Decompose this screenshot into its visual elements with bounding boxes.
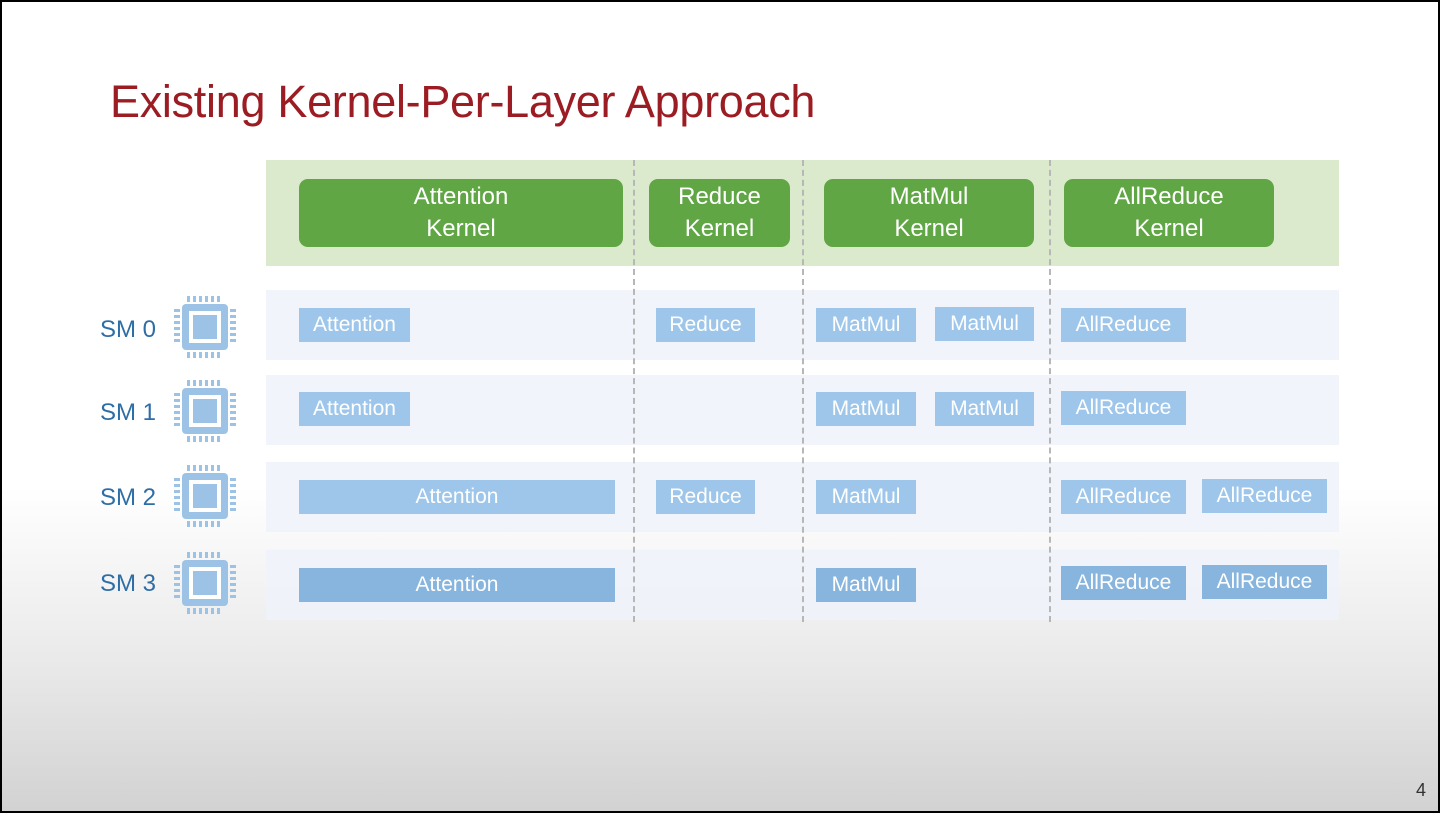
- reduce-kernel: Reduce Kernel: [649, 179, 790, 247]
- matmul-block: MatMul: [816, 392, 916, 426]
- kernel-divider: [633, 160, 635, 622]
- attention-block: Attention: [299, 480, 615, 514]
- kernel-divider: [1049, 160, 1051, 622]
- reduce-block: Reduce: [656, 480, 755, 514]
- matmul-block: MatMul: [935, 307, 1034, 341]
- allreduce-kernel: AllReduce Kernel: [1064, 179, 1274, 247]
- sm-label-3: SM 3: [100, 570, 157, 597]
- sm-label-2: SM 2: [100, 484, 157, 511]
- sm-label-1: SM 1: [100, 399, 157, 426]
- slide-title: Existing Kernel-Per-Layer Approach: [110, 76, 816, 127]
- matmul-block: MatMul: [816, 308, 916, 342]
- chip-icon: [174, 296, 236, 358]
- chip-icon: [174, 380, 236, 442]
- attention-block: Attention: [299, 568, 615, 602]
- chip-icon: [174, 552, 236, 614]
- attention-kernel: Attention Kernel: [299, 179, 623, 247]
- reduce-block: Reduce: [656, 308, 755, 342]
- allreduce-block: AllReduce: [1202, 565, 1327, 599]
- attention-block: Attention: [299, 308, 410, 342]
- allreduce-block: AllReduce: [1061, 391, 1186, 425]
- matmul-block: MatMul: [816, 568, 916, 602]
- matmul-kernel: MatMul Kernel: [824, 179, 1034, 247]
- page-number: 4: [1415, 780, 1426, 800]
- kernel-divider: [802, 160, 804, 622]
- matmul-block: MatMul: [816, 480, 916, 514]
- allreduce-block: AllReduce: [1061, 480, 1186, 514]
- matmul-block: MatMul: [935, 392, 1034, 426]
- attention-block: Attention: [299, 392, 410, 426]
- chip-icon: [174, 465, 236, 527]
- allreduce-block: AllReduce: [1202, 479, 1327, 513]
- sm-label-0: SM 0: [100, 316, 157, 343]
- allreduce-block: AllReduce: [1061, 566, 1186, 600]
- allreduce-block: AllReduce: [1061, 308, 1186, 342]
